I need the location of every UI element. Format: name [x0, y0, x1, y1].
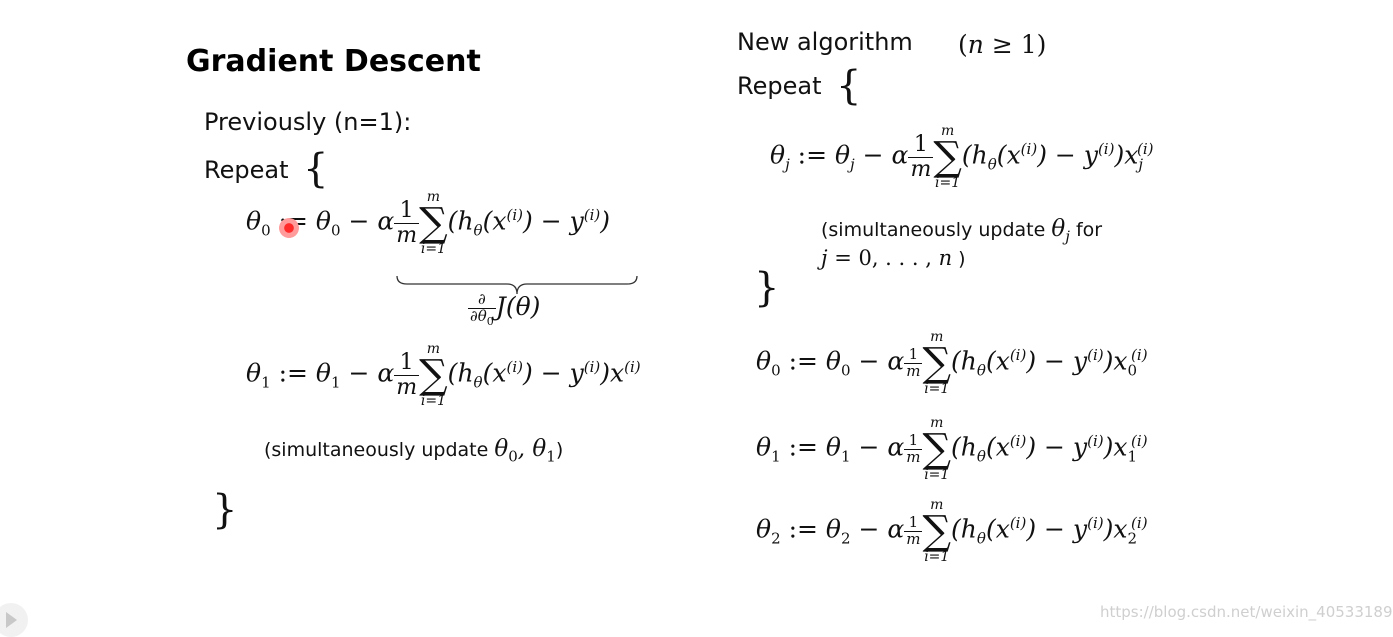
right-open-brace: { — [836, 63, 862, 109]
play-icon — [6, 612, 17, 628]
page-title: Gradient Descent — [186, 44, 481, 79]
right-repeat-label: Repeat — [737, 72, 822, 100]
repeat-label: Repeat — [204, 156, 289, 184]
underbrace-icon — [396, 275, 638, 295]
left-open-brace: { — [303, 146, 329, 192]
right-close-brace: } — [754, 265, 780, 311]
right-simultaneous-note: (simultaneously update θj for — [821, 216, 1103, 246]
n-condition: (n ≥ 1) — [958, 30, 1047, 59]
left-close-brace: } — [212, 487, 238, 533]
previously-label: Previously (n=1): — [204, 108, 412, 136]
play-button[interactable] — [0, 603, 28, 637]
left-simultaneous-note: (simultaneously update θ0, θ1) — [264, 436, 564, 466]
red-pointer-icon — [279, 218, 299, 238]
right-simultaneous-note-line2: j = 0, . . . , n ) — [821, 246, 966, 270]
new-algorithm-label: New algorithm — [737, 28, 913, 56]
watermark: https://blog.csdn.net/weixin_40533189 — [1100, 603, 1393, 621]
